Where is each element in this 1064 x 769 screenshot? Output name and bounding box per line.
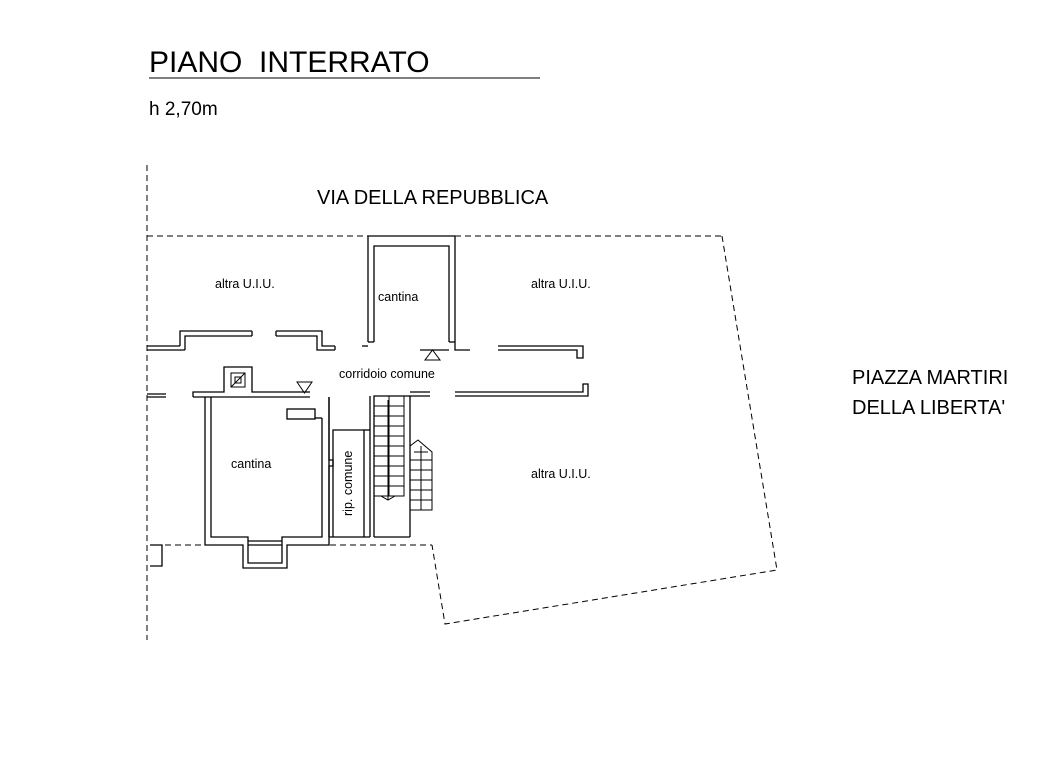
corridor-upper-wall bbox=[147, 330, 584, 359]
room-uiu-top-right: altra U.I.U. bbox=[531, 277, 591, 291]
cantina-top-walls bbox=[367, 235, 470, 351]
entry-arrow-down-icon bbox=[296, 381, 313, 394]
square-label-line2: DELLA LIBERTA' bbox=[852, 397, 1005, 419]
shaft-icon bbox=[230, 372, 246, 388]
property-boundaries bbox=[146, 165, 778, 640]
cantina-main-walls bbox=[204, 397, 330, 569]
room-corridor: corridoio comune bbox=[339, 367, 435, 381]
room-uiu-top-left: altra U.I.U. bbox=[215, 277, 275, 291]
staircase bbox=[373, 395, 411, 538]
room-uiu-bottom-right: altra U.I.U. bbox=[531, 467, 591, 481]
room-storage: rip. comune bbox=[341, 451, 355, 516]
corner-wall-fragment bbox=[150, 544, 163, 567]
entry-arrow-up-icon bbox=[424, 349, 441, 361]
room-cantina-top: cantina bbox=[378, 290, 418, 304]
corridor-lower-wall bbox=[147, 366, 589, 398]
ceiling-height-label: h 2,70m bbox=[149, 99, 218, 120]
storage-walls bbox=[328, 396, 371, 538]
plan-title: PIANO INTERRATO bbox=[149, 46, 430, 79]
square-label-line1: PIAZZA MARTIRI bbox=[852, 367, 1008, 389]
adjacent-staircase bbox=[409, 439, 433, 511]
room-cantina-main: cantina bbox=[231, 457, 271, 471]
street-label: VIA DELLA REPUBBLICA bbox=[317, 187, 549, 209]
